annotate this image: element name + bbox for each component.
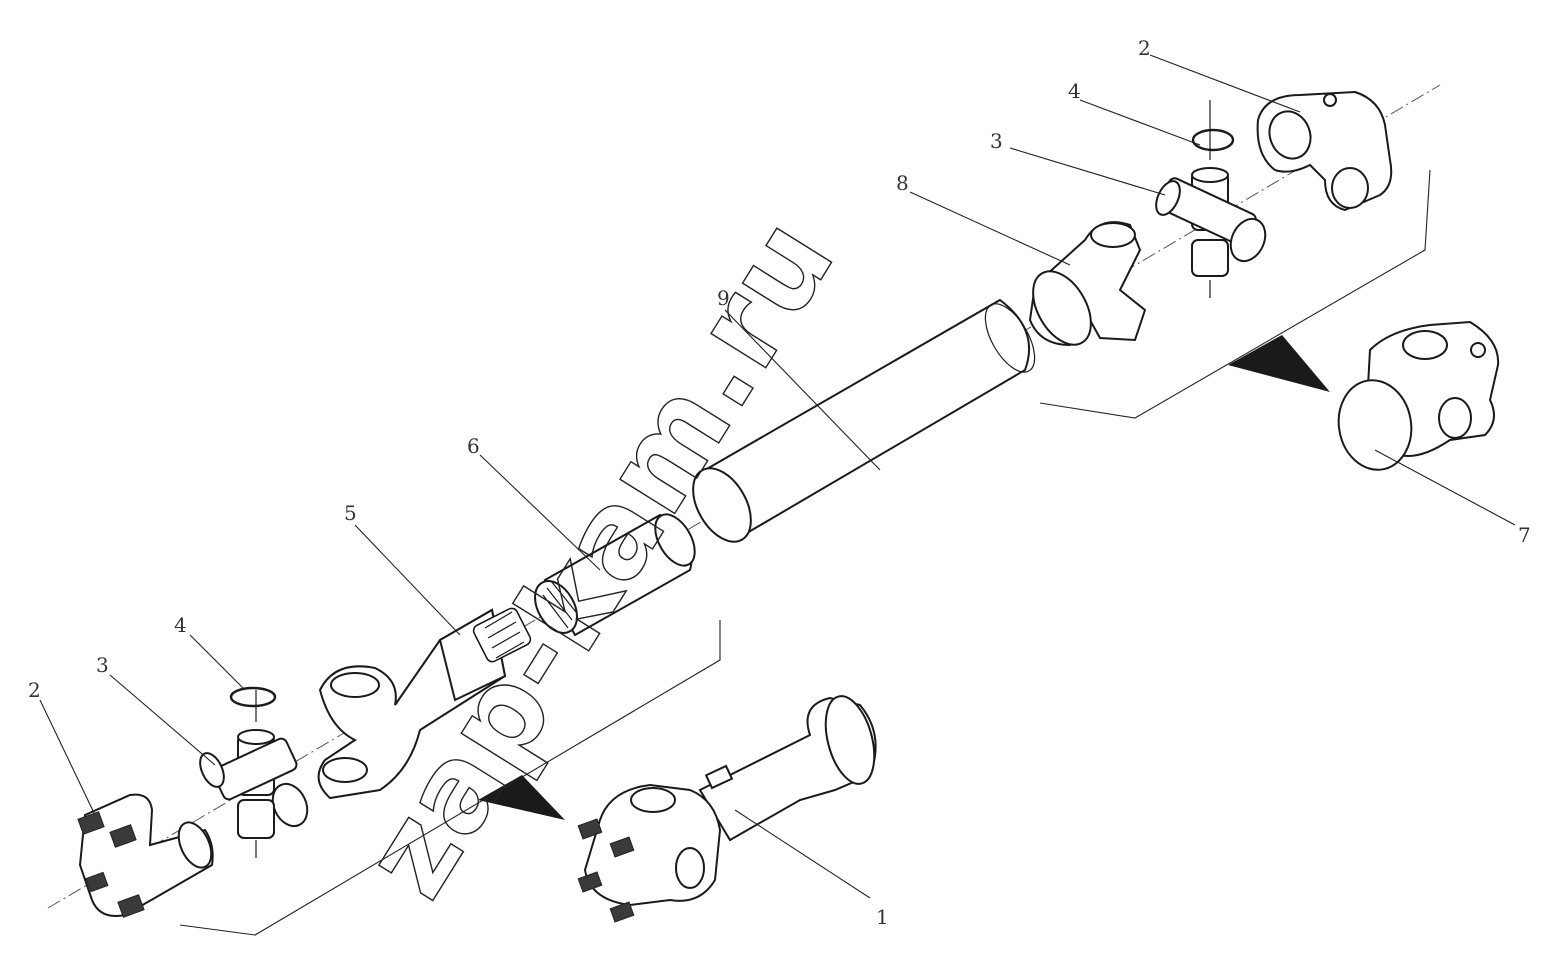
callout-1: 1 — [876, 905, 889, 929]
spider-cross-right — [1155, 100, 1267, 298]
leader-lines — [39, 54, 1516, 899]
callout-2-right: 2 — [1138, 36, 1151, 60]
callout-8: 8 — [896, 171, 909, 195]
callout-6: 6 — [467, 434, 480, 458]
callout-3-left: 3 — [96, 653, 109, 677]
spline-shaft — [472, 607, 532, 663]
callout-7: 7 — [1518, 523, 1531, 547]
arrow-assembly-left — [478, 775, 565, 820]
arrow-assembly-right — [1228, 335, 1330, 392]
driveshaft-assembly — [577, 695, 877, 923]
bracket-right — [1039, 169, 1431, 419]
snap-ring-left — [229, 686, 277, 708]
callout-4-right: 4 — [1068, 79, 1081, 103]
snap-ring-right — [1191, 128, 1235, 152]
bracket-left — [179, 620, 721, 936]
callout-3-right: 3 — [990, 129, 1003, 153]
flange-yoke-right — [1256, 90, 1393, 212]
spider-cross-left — [199, 690, 309, 858]
spline-sleeve — [534, 513, 696, 637]
flange-yoke-left — [77, 793, 214, 918]
callout-9: 9 — [717, 286, 730, 310]
weld-yoke — [1028, 221, 1147, 347]
callout-4-left: 4 — [174, 613, 187, 637]
callout-5: 5 — [344, 501, 357, 525]
flange-yoke-assembly — [1337, 320, 1500, 471]
watermark: zap-kam.ru — [337, 194, 862, 920]
propeller-tube — [692, 298, 1036, 543]
callout-2-left: 2 — [28, 678, 41, 702]
